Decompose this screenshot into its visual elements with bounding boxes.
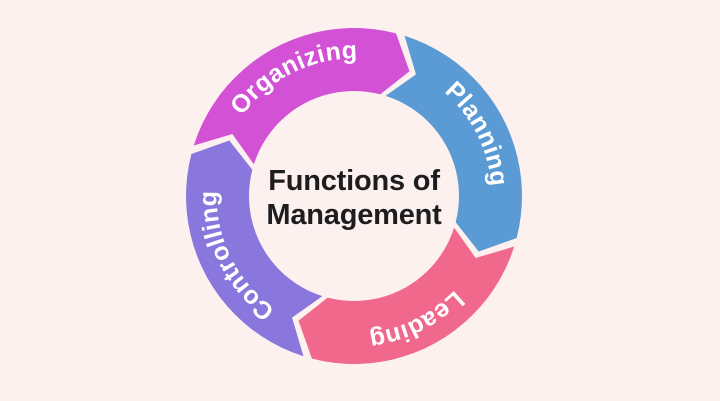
center-title-line-2: Management [266,199,442,231]
segment-planning[interactable] [385,35,522,252]
cycle-segments-group [186,28,522,364]
segment-leading[interactable] [298,227,515,364]
segment-controlling[interactable] [186,140,323,357]
segment-organizing[interactable] [193,28,410,165]
center-hub: Functions of Management [251,93,457,299]
center-title-line-1: Functions of [268,165,440,197]
center-circle [251,93,457,299]
